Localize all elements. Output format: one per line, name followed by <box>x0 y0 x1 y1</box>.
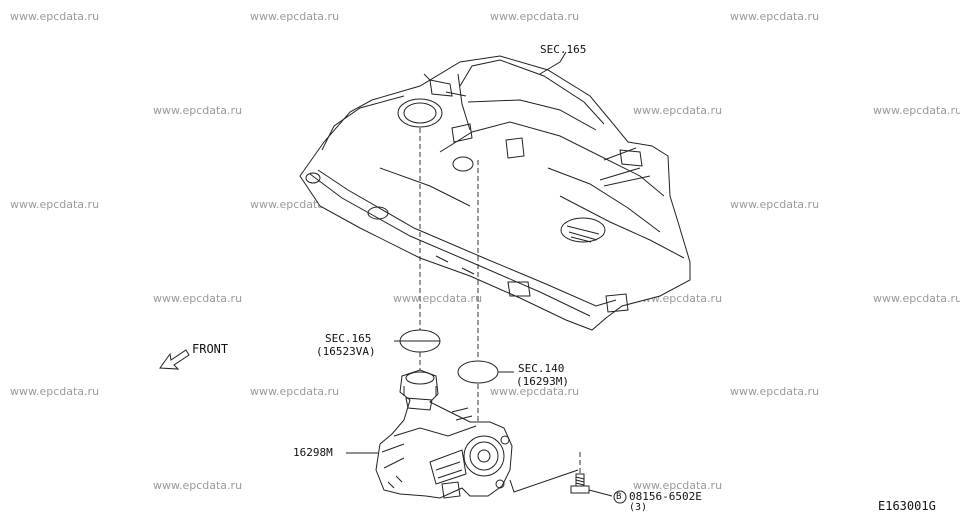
gasket-part-number: (16523VA) <box>316 345 376 358</box>
watermark: www.epcdata.ru <box>10 10 100 23</box>
gasket-16293m <box>457 360 499 384</box>
bolt-icon <box>570 452 613 497</box>
watermark: www.epcdata.ru <box>730 385 820 398</box>
watermark: www.epcdata.ru <box>730 10 820 23</box>
figure-id: E163001G <box>878 499 936 513</box>
watermark: www.epcdata.ru <box>250 385 340 398</box>
bolt-quantity: (3) <box>629 502 648 513</box>
throttle-part-number: 16298M <box>293 446 333 459</box>
watermark: www.epcdata.ru <box>10 198 100 211</box>
bolt-marker: B <box>616 492 622 502</box>
watermark: www.epcdata.ru <box>153 292 243 305</box>
front-label: FRONT <box>192 342 229 356</box>
sec-140-part-number: (16293M) <box>516 375 569 388</box>
watermark: www.epcdata.ru <box>873 104 960 117</box>
bolt-part-number: 08156-6502E <box>629 490 702 503</box>
throttle-body <box>375 369 513 499</box>
watermark: www.epcdata.ru <box>250 10 340 23</box>
watermark: www.epcdata.ru <box>393 292 483 305</box>
sec-165-top-label: SEC.165 <box>540 43 587 56</box>
watermark: www.epcdata.ru <box>873 292 960 305</box>
watermark: www.epcdata.ru <box>153 479 243 492</box>
watermark: www.epcdata.ru <box>153 104 243 117</box>
watermark: www.epcdata.ru <box>730 198 820 211</box>
watermark: www.epcdata.ru <box>490 10 580 23</box>
watermark: www.epcdata.ru <box>10 385 100 398</box>
front-arrow-icon <box>159 349 190 370</box>
bolt-marker-circle <box>613 490 627 504</box>
sec-140-label: SEC.140 <box>518 362 565 375</box>
sec-165-gasket-label: SEC.165 <box>325 332 372 345</box>
intake-manifold <box>299 55 691 331</box>
watermark: www.epcdata.ru <box>490 385 580 398</box>
watermark: www.epcdata.ru <box>633 104 723 117</box>
watermark: www.epcdata.ru <box>633 479 723 492</box>
